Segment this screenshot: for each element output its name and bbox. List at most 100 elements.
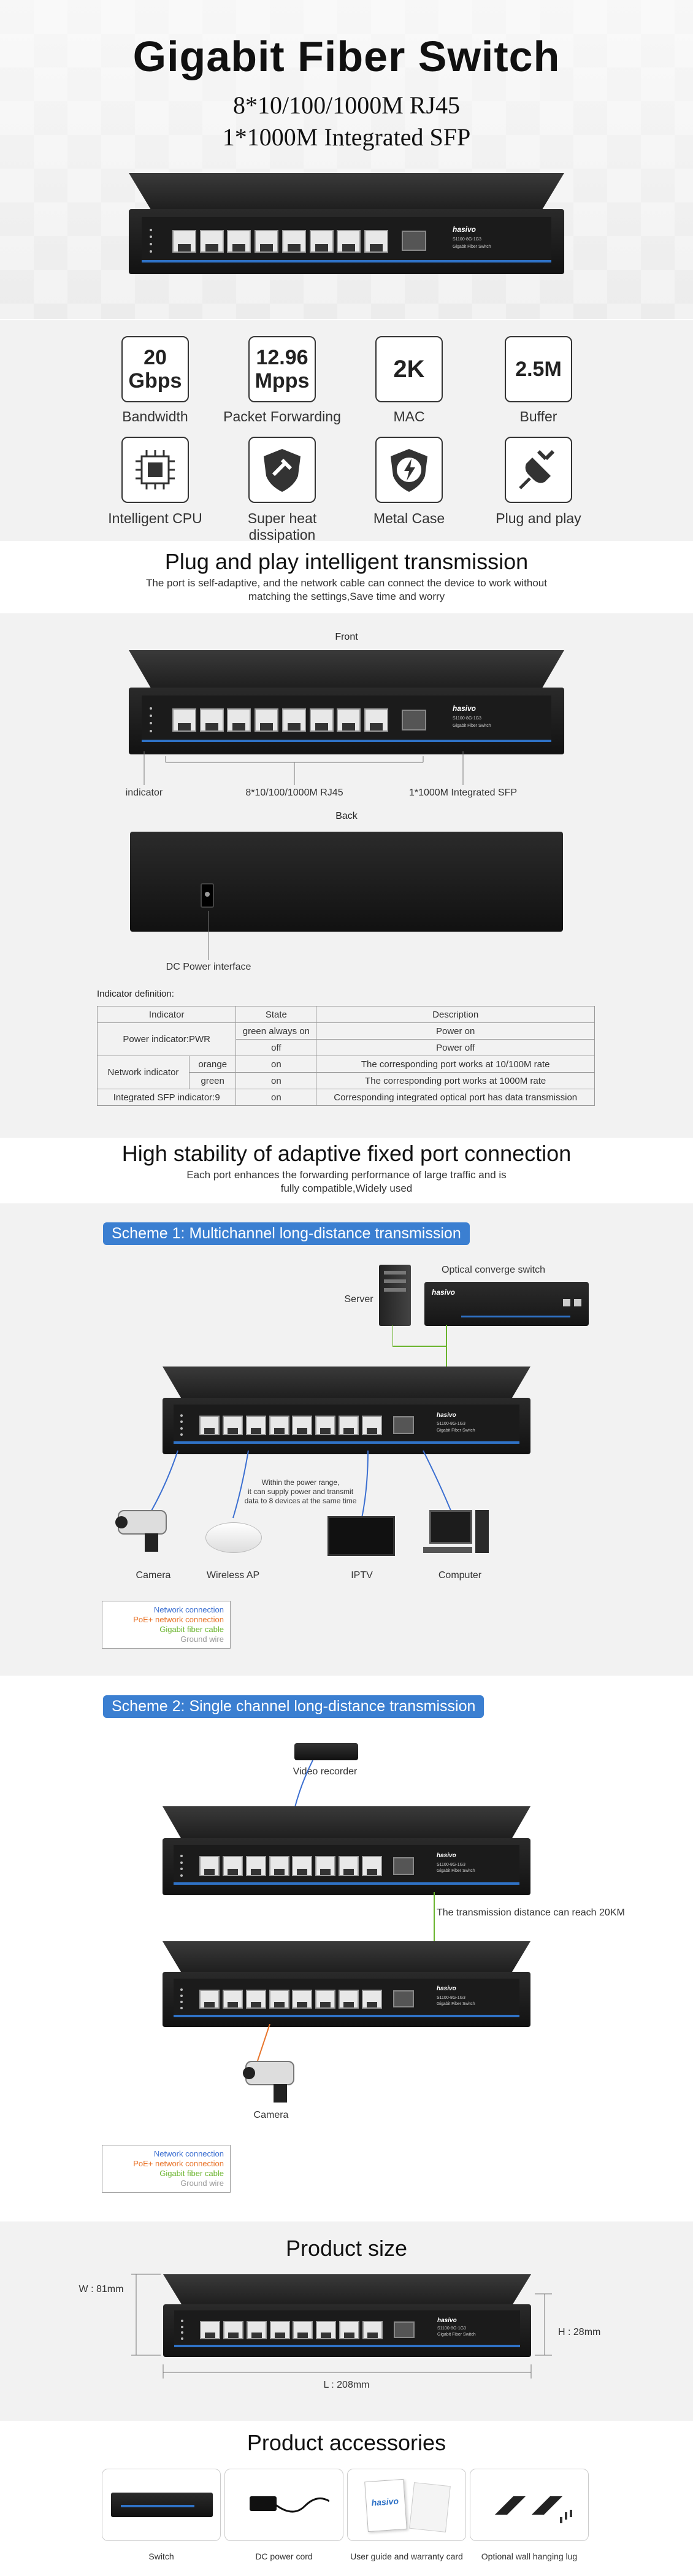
feature-label: Bandwidth [122,408,188,424]
legend-item: Gigabit fiber cable [159,2169,224,2178]
rj45-port [310,708,334,732]
sfp-port [393,1990,414,2007]
mac-value: 2K [393,356,425,383]
rj45-port [292,1856,312,1876]
switch-top-cover [129,650,564,688]
front-label: Front [335,632,358,642]
model-label: S1100-8G-1G3 [437,1996,465,2000]
video-recorder-icon [294,1743,358,1760]
cpu-icon [121,437,189,503]
indicator-led [150,250,152,253]
sfp-port [393,1857,414,1875]
rj45-port [282,708,306,732]
rj45-port [339,1856,359,1876]
table-cell: on [235,1072,317,1089]
front-callouts [144,751,464,785]
width-label: W : 81mm [78,2284,124,2294]
features-band [0,320,693,541]
switch-top-cover [163,1806,530,1838]
device-label: Computer [438,1570,482,1581]
model-label: S1100-8G-1G3 [437,1422,465,1426]
rj45-port [292,1416,312,1435]
optical-label: Optical converge switch [442,1265,545,1275]
rj45-port [270,2321,290,2339]
indicator-led [180,1433,183,1436]
rj45-port [362,1416,382,1435]
rj45-port [255,708,278,732]
brand-logo: hasivo [453,225,477,234]
rj45-port [339,2321,359,2339]
indicator-led [181,2326,183,2328]
stability-desc-1: Each port enhances the forwarding perfor… [186,1169,507,1181]
accessory-power-cord-card [224,2469,343,2541]
feature-label: Metal Case [373,510,445,526]
rj45-port [339,1416,359,1435]
dimension-lines [131,2274,552,2379]
table-row: Integrated SFP indicator:9 on Correspond… [96,1089,595,1106]
back-label: Back [335,811,358,821]
rj45-port [246,1856,266,1876]
mac-badge: 2K [375,336,443,402]
switch-top-cover [129,173,564,209]
camera-icon [115,1510,167,1535]
rj45-port [223,1416,243,1435]
computer-icon [429,1510,472,1544]
camera-label: Camera [253,2110,289,2120]
feature-label: Packet Forwarding [223,408,341,424]
indicator-led [181,2337,183,2340]
table-cell: Power off [316,1039,595,1056]
lightning-shield-icon [375,437,443,503]
indicator-led [180,2001,183,2003]
back-panel-switch [130,832,563,932]
note-line: data to 8 devices at the same time [244,1497,357,1505]
indicator-led [150,236,152,238]
indicator-led [180,1995,183,1997]
rj45-port [339,1990,359,2009]
rj45-port [310,230,334,253]
rj45-port [199,1856,220,1876]
server-label: Server [344,1294,373,1305]
computer-tower [475,1510,489,1553]
size-title: Product size [285,2236,408,2261]
plug-section-desc-2: matching the settings,Save time and worr… [248,591,445,602]
dc-callout [208,911,209,960]
camera-icon-2 [243,2061,294,2085]
table-header: State [235,1006,317,1023]
camera-mount [145,1533,158,1552]
switch-top-cover [163,2274,531,2304]
guide-brand: hasivo [371,2496,399,2508]
table-row: Network indicator orange on The correspo… [97,1056,595,1089]
indicator-led [180,1874,183,1877]
indicator-led [150,722,152,724]
indicator-led [150,229,152,231]
rj45-port [172,708,196,732]
hero-subtitle-ports: 8*10/100/1000M RJ45 [232,91,461,119]
feature-label: Intelligent CPU [108,510,202,526]
indicator-label: indicator [125,788,163,798]
table-cell: The corresponding port works at 1000M ra… [316,1072,595,1089]
table-cell: green always on [235,1022,317,1040]
table-cell: off [235,1039,317,1056]
indicator-led [180,1861,183,1864]
table-cell: Power indicator:PWR [96,1022,237,1056]
table-cell: on [235,1089,317,1106]
rj45-port [172,230,196,253]
indicator-led [180,1988,183,1991]
table-cell: Corresponding integrated optical port ha… [316,1089,595,1106]
table-header: Indicator [96,1006,237,1023]
brand-logo: hasivo [453,704,477,713]
product-line-label: Gigabit Fiber Switch [453,724,491,728]
hero-title: Gigabit Fiber Switch [132,33,561,80]
plug-section-desc-1: The port is self-adaptive, and the netwo… [146,577,547,589]
table-row: Power indicator:PWR green always on Powe… [96,1022,595,1056]
indicator-table: Indicator State Description Power indica… [96,1006,595,1106]
optical-switch-icon: hasivo [424,1282,589,1326]
